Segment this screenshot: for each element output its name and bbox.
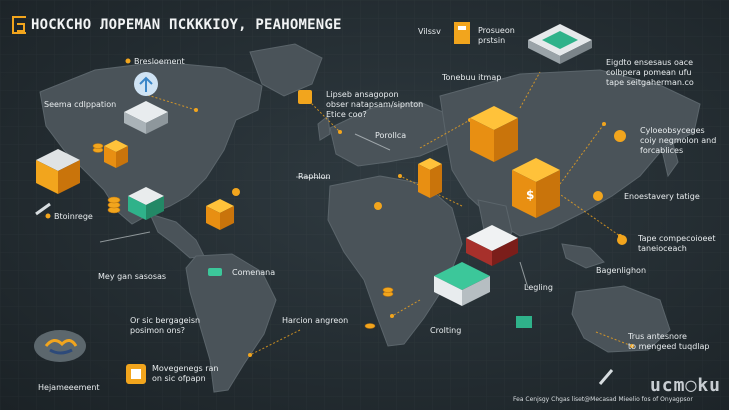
label-or-sic: Or sic bergageisn posimon ons? — [130, 316, 201, 335]
top-building-icon — [454, 22, 470, 44]
uk — [317, 115, 331, 141]
europe — [329, 101, 453, 167]
label-bresloement: Bresloement — [134, 57, 185, 66]
label-crolting: Crolting — [430, 326, 462, 335]
label-prosueon: Prosueon prstsin — [478, 26, 515, 45]
label-enoestavery: Enoestavery tatige — [624, 192, 700, 201]
warehouse-icon — [434, 262, 490, 306]
label-porollca: Porollca — [375, 131, 407, 140]
south-america — [185, 253, 277, 393]
cube-icon-orange-large — [470, 106, 518, 162]
label-center-note: Lipseb ansagopon obser natapsam/sipnton … — [326, 90, 424, 119]
card-icon — [208, 268, 222, 276]
tower-icon — [418, 158, 442, 198]
document-icon — [126, 364, 146, 384]
label-right-mid: Cyloeobsyceges coiy negmolon and forcabl… — [640, 126, 717, 155]
cube-icon-orange-coin: $ — [512, 158, 560, 218]
label-bagenlighon: Bagenlighon — [596, 266, 647, 275]
note-tile-icon — [298, 90, 312, 104]
svg-text:$: $ — [526, 188, 534, 202]
chip-icon — [528, 24, 592, 64]
server-stack-icon — [128, 187, 164, 220]
handshake-icon — [34, 330, 86, 362]
label-visser: Vilssv — [418, 27, 441, 36]
label-comenana: Comenana — [232, 268, 276, 277]
pin-icon — [232, 188, 240, 196]
australia — [571, 285, 671, 353]
cube-icon-orange-left — [104, 140, 128, 168]
building-icon — [36, 149, 80, 194]
image-credit: Fea Cenjsgy Chgas liset@Mecasad Mieelio … — [513, 396, 693, 403]
page-title: HOCKCHO ЛOPEMAN ПCKKKIOY, PEAHOMENGE — [31, 17, 342, 33]
label-legling: Legling — [524, 283, 553, 292]
wrench-icon — [35, 202, 51, 216]
greenland — [249, 43, 323, 97]
tag-icon — [516, 316, 532, 328]
se-asia — [561, 243, 605, 269]
label-btoinrege: Btoinrege — [54, 212, 93, 221]
label-right-top: Eigdto ensesaus oace colbpera pomean ufu… — [606, 58, 694, 87]
label-harcion: Harcion angreon — [282, 316, 349, 325]
north-america — [39, 61, 263, 225]
pin-icon-2 — [374, 202, 382, 210]
watermark: ucm◯ku — [649, 375, 721, 396]
label-tonebuu: Tonebuu itmap — [442, 73, 502, 82]
bulb-icon — [617, 235, 627, 245]
label-tape-com: Tape compecoioeet taneioceach — [638, 234, 716, 253]
label-trus: Trus antesnore to mengeed tuqdlap — [628, 332, 710, 351]
cloud-icon — [124, 72, 168, 134]
coin-stack-icon — [92, 143, 394, 329]
cube-icon-orange-small — [206, 199, 234, 230]
tool-icon — [593, 191, 603, 201]
label-movegenegs: Movegenegs ran on sic ofpapn — [152, 364, 219, 383]
gear-icon — [614, 130, 626, 142]
label-may: Mey gan sasosas — [98, 272, 167, 281]
brand-logo-icon — [12, 16, 26, 34]
pen-icon — [598, 369, 614, 385]
label-hejameement: Hejameeement — [38, 383, 100, 392]
japan — [661, 139, 679, 178]
label-seema: Seema cdlppation — [44, 100, 117, 109]
label-raphlon: Raphlon — [298, 172, 331, 181]
archive-icon — [466, 225, 518, 266]
